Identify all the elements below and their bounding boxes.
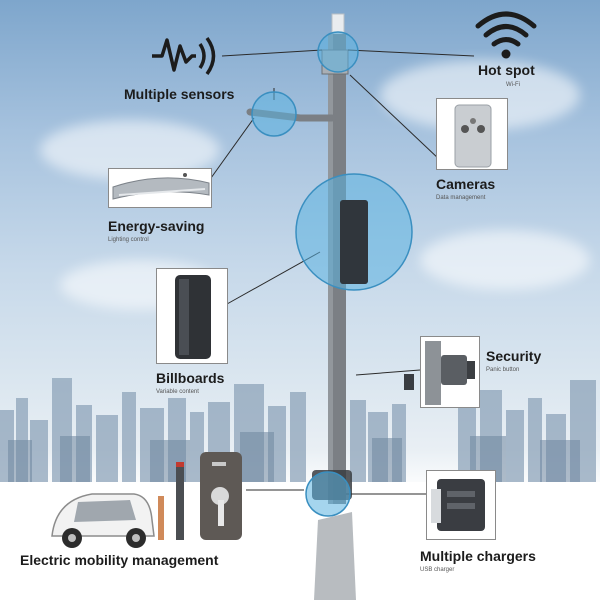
hotspot-highlight — [317, 31, 359, 73]
billboards-caption: Variable content — [156, 389, 199, 395]
energy-caption: Lighting control — [108, 237, 149, 243]
security-caption: Panic button — [486, 367, 520, 373]
pole-base — [314, 512, 356, 600]
cameras-title: Cameras — [436, 176, 496, 192]
security-title: Security — [486, 348, 542, 364]
hotspot-caption: Wi-Fi — [506, 82, 520, 88]
chargers-caption: USB charger — [420, 567, 455, 573]
chargers-thumbnail — [426, 470, 496, 540]
mobility-title: Electric mobility management — [20, 552, 219, 568]
hotspot-title: Hot spot — [478, 62, 535, 78]
billboards-thumbnail — [156, 268, 228, 364]
cloud — [420, 230, 590, 290]
chargers-title: Multiple chargers — [420, 548, 536, 564]
sensor-highlight — [251, 91, 297, 137]
cameras-thumbnail — [436, 98, 508, 170]
security-thumbnail — [420, 336, 480, 408]
charger-highlight — [305, 471, 351, 517]
energy-title: Energy-saving — [108, 218, 205, 234]
cameras-caption: Data management — [436, 195, 486, 201]
billboards-title: Billboards — [156, 370, 225, 386]
energy-thumbnail — [108, 168, 212, 208]
sensors-title: Multiple sensors — [124, 86, 235, 102]
